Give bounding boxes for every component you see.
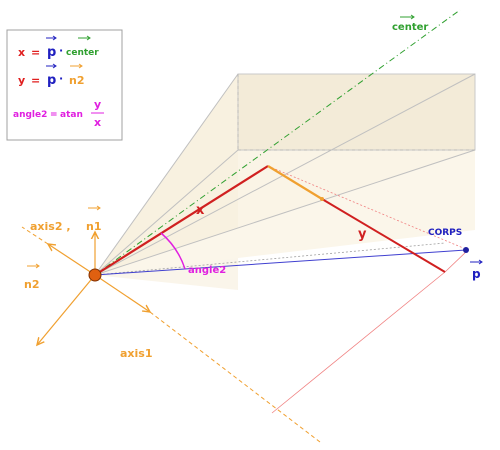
center-label-group: center — [392, 14, 428, 33]
formula-y-p: p — [47, 73, 56, 88]
y-segment-orange — [267, 165, 323, 200]
projection-line-right — [444, 249, 469, 273]
p-label: p — [472, 267, 481, 281]
frustum-edge-3 — [94, 149, 476, 276]
formula-x-p: p — [47, 45, 56, 60]
formula-x-p-arrowhead — [52, 35, 57, 41]
x-segment — [94, 165, 269, 276]
axis-back-arrow — [37, 274, 96, 345]
formula-angle2-den: x — [94, 116, 101, 129]
y-segment-red — [321, 198, 446, 273]
formula-y-dot: · — [59, 72, 63, 85]
corps-label: CORPS — [428, 228, 462, 238]
y-label: y — [358, 227, 367, 242]
axis1-label: axis1 — [120, 347, 153, 360]
p-label-group: p — [470, 259, 483, 281]
formula-y-n2: n2 — [69, 74, 85, 87]
formula-y-n2-arrowhead — [78, 63, 83, 69]
n2-label: n2 — [24, 278, 40, 291]
x-label: x — [196, 203, 205, 218]
angle2-arc — [160, 232, 186, 270]
formula-x: x = p · center — [18, 35, 99, 60]
center-vector-arrowhead — [410, 14, 415, 20]
axis-n2-arrow — [48, 244, 96, 276]
formula-y-eq: = — [31, 74, 40, 87]
formula-x-dot: · — [59, 44, 63, 57]
axis1-dashed — [149, 311, 321, 443]
formula-angle2: angle2 = atan y x — [13, 98, 104, 129]
projection-line-bottom — [271, 271, 446, 414]
legend-box — [6, 29, 123, 141]
frustum-edge-4 — [94, 149, 239, 276]
angle2-label: angle2 — [188, 265, 226, 276]
axis2-n1-label-group: axis2 , n1 — [30, 205, 102, 233]
formula-y-lhs: y — [18, 74, 25, 87]
projection-dotted-1 — [267, 165, 469, 251]
formula-x-lhs: x — [18, 46, 25, 59]
frustum-edge-2 — [94, 73, 476, 276]
formula-angle2-num: y — [94, 98, 101, 111]
y-junction-point — [320, 197, 324, 201]
formula-y-p-arrowhead — [52, 63, 57, 69]
formula-x-center: center — [66, 48, 99, 58]
vector-p-line — [94, 249, 467, 276]
n2-vector-arrowhead — [35, 263, 40, 269]
p-vector-arrowhead — [478, 259, 483, 265]
projection-dotted-2 — [94, 242, 446, 276]
frustum-edge-1 — [94, 73, 239, 276]
axis-n2-dashed — [21, 226, 49, 245]
center-label: center — [392, 22, 428, 33]
origin-point — [88, 268, 102, 282]
formula-y: y = p · n2 — [18, 63, 85, 88]
formula-x-center-arrowhead — [86, 35, 91, 41]
n1-label: n1 — [86, 220, 102, 233]
axis1-arrow — [94, 274, 150, 312]
axis2-label: axis2 , — [30, 220, 71, 233]
formula-legend: x = p · center y = p · n2 angle2 = atan — [6, 29, 123, 141]
frustum-left-face — [95, 74, 238, 290]
corps-point — [463, 247, 469, 253]
formula-angle2-lhs: angle2 — [13, 110, 47, 120]
center-axis-line — [94, 9, 461, 276]
view-frustum — [94, 73, 476, 290]
n1-vector-arrowhead — [96, 205, 101, 211]
formula-x-eq: = — [31, 46, 40, 59]
formula-angle2-func: atan — [60, 110, 83, 120]
formula-angle2-eq: = — [50, 110, 58, 120]
frustum-far-plane — [237, 73, 476, 151]
n2-label-group: n2 — [24, 263, 40, 291]
